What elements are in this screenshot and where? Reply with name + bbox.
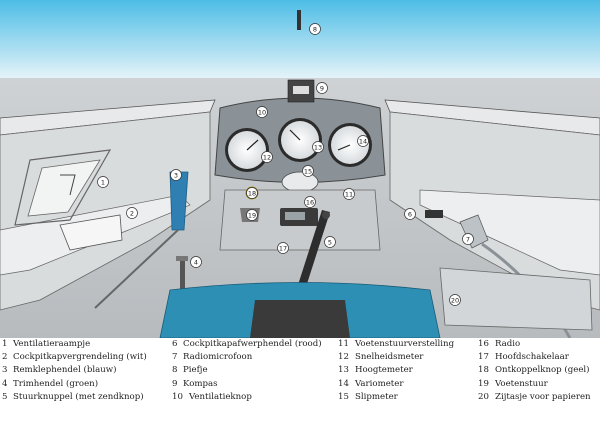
- callout-marker-12: 12: [261, 151, 273, 163]
- svg-text:5: 5: [328, 239, 332, 247]
- svg-text:6: 6: [408, 211, 412, 219]
- variometer: [328, 123, 372, 167]
- side-pocket: [439, 267, 593, 331]
- callout-marker-2: 2: [126, 207, 138, 219]
- svg-text:12: 12: [263, 154, 271, 162]
- svg-text:1: 1: [101, 179, 105, 187]
- svg-text:17: 17: [279, 245, 287, 253]
- svg-text:3: 3: [174, 172, 178, 180]
- callout-marker-11: 11: [343, 188, 355, 200]
- right-sill: [419, 189, 600, 276]
- callout-marker-4: 4: [190, 256, 202, 268]
- svg-text:7: 7: [466, 236, 470, 244]
- svg-text:19: 19: [248, 212, 256, 220]
- callout-marker-8: 8: [309, 23, 321, 35]
- callout-marker-18: 18: [246, 187, 258, 199]
- control-stick: [297, 210, 330, 290]
- callout-marker-15: 15: [302, 165, 314, 177]
- airspeed-indicator: [225, 128, 269, 172]
- canopy-release-handle: [425, 210, 443, 218]
- callout-marker-3: 3: [170, 169, 182, 181]
- slip-meter: [281, 171, 319, 193]
- svg-text:11: 11: [345, 191, 353, 199]
- callout-marker-5: 5: [324, 236, 336, 248]
- altimeter: [278, 118, 322, 162]
- svg-text:2: 2: [130, 210, 134, 218]
- callout-marker-7: 7: [462, 233, 474, 245]
- svg-text:4: 4: [194, 259, 198, 267]
- airbrake-handle: [169, 171, 189, 231]
- callout-marker-9: 9: [316, 82, 328, 94]
- callout-marker-1: 1: [97, 176, 109, 188]
- callout-marker-14: 14: [357, 135, 369, 147]
- canopy-lock: [59, 214, 123, 251]
- svg-text:14: 14: [359, 138, 367, 146]
- callout-marker-20: 20: [449, 294, 461, 306]
- svg-text:8: 8: [313, 26, 317, 34]
- svg-text:13: 13: [314, 144, 322, 152]
- cockpit-illustration: 1 2 3 4 5 6 7 8 9 10 11 12 13 14 15 16 1…: [0, 0, 600, 338]
- yaw-string-post: [297, 10, 301, 30]
- svg-text:18: 18: [248, 190, 256, 198]
- trim-lever: [180, 258, 185, 290]
- callout-marker-16: 16: [304, 196, 316, 208]
- svg-text:20: 20: [451, 297, 459, 305]
- callout-marker-17: 17: [277, 242, 289, 254]
- svg-text:9: 9: [320, 85, 324, 93]
- callout-markers: 1 2 3 4 5 6 7 8 9 10 11 12 13 14 15 16 1…: [97, 23, 474, 306]
- ventilation-window: [14, 149, 112, 226]
- callout-marker-10: 10: [256, 106, 268, 118]
- callout-marker-19: 19: [246, 209, 258, 221]
- svg-text:15: 15: [304, 168, 312, 176]
- svg-text:16: 16: [306, 199, 314, 207]
- svg-text:10: 10: [258, 109, 266, 117]
- callout-marker-13: 13: [312, 141, 324, 153]
- callout-marker-6: 6: [404, 208, 416, 220]
